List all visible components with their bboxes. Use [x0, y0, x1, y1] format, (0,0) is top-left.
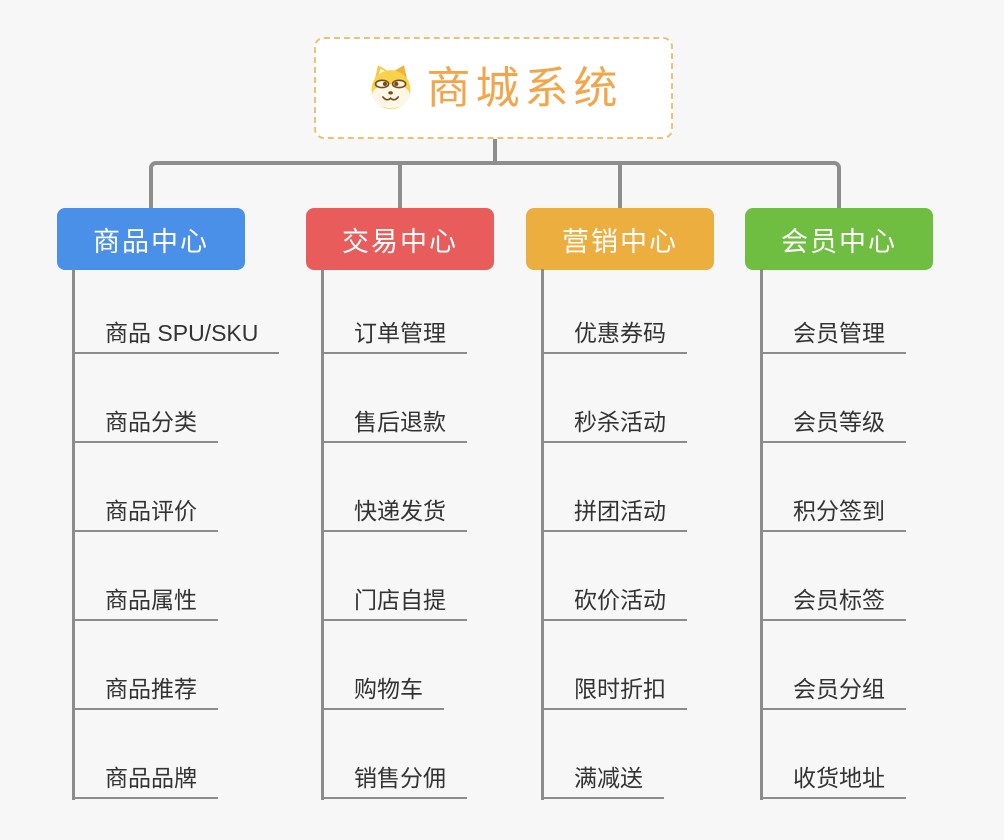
leaf-node[interactable]: 积分签到 [760, 496, 906, 532]
leaf-node[interactable]: 购物车 [321, 674, 444, 710]
leaf-node[interactable]: 商品推荐 [72, 674, 218, 710]
connector-elbow-left [149, 161, 279, 211]
branch-marketing-center: 营销中心 优惠券码 秒杀活动 拼团活动 砍价活动 限时折扣 满减送 [526, 0, 776, 840]
branch-trade-center: 交易中心 订单管理 售后退款 快递发货 门店自提 购物车 销售分佣 [306, 0, 556, 840]
root-node-mall-system[interactable]: 商城系统 [314, 37, 673, 139]
branch-trunk-line [72, 269, 75, 800]
leaf-node[interactable]: 收货地址 [760, 763, 906, 799]
leaf-node[interactable]: 满减送 [541, 763, 664, 799]
leaf-node[interactable]: 商品评价 [72, 496, 218, 532]
connector-elbow-right [711, 161, 841, 211]
leaf-node[interactable]: 售后退款 [321, 407, 467, 443]
leaf-node[interactable]: 会员管理 [760, 318, 906, 354]
branch-node-marketing-center[interactable]: 营销中心 [526, 208, 714, 270]
leaf-node[interactable]: 砍价活动 [541, 585, 687, 621]
branch-trunk-line [760, 269, 763, 800]
leaf-node[interactable]: 优惠券码 [541, 318, 687, 354]
leaf-node[interactable]: 销售分佣 [321, 763, 467, 799]
leaf-node[interactable]: 限时折扣 [541, 674, 687, 710]
branch-product-center: 商品中心 商品 SPU/SKU 商品分类 商品评价 商品属性 商品推荐 商品品牌 [57, 0, 307, 840]
leaf-node[interactable]: 商品品牌 [72, 763, 218, 799]
connector-drop-branch-2 [398, 161, 402, 211]
leaf-node[interactable]: 快递发货 [321, 496, 467, 532]
root-node-label: 商城系统 [426, 64, 623, 113]
branch-trunk-line [321, 269, 324, 800]
branch-node-trade-center[interactable]: 交易中心 [306, 208, 494, 270]
connector-root-stub [493, 138, 497, 165]
branch-node-product-center[interactable]: 商品中心 [57, 208, 245, 270]
leaf-node[interactable]: 会员等级 [760, 407, 906, 443]
leaf-node[interactable]: 拼团活动 [541, 496, 687, 532]
doge-icon [371, 65, 410, 110]
leaf-node[interactable]: 商品 SPU/SKU [72, 318, 280, 354]
leaf-node[interactable]: 门店自提 [321, 585, 467, 621]
branch-member-center: 会员中心 会员管理 会员等级 积分签到 会员标签 会员分组 收货地址 [745, 0, 995, 840]
leaf-node[interactable]: 会员分组 [760, 674, 906, 710]
connector-drop-branch-3 [618, 161, 622, 211]
leaf-node[interactable]: 商品属性 [72, 585, 218, 621]
leaf-node[interactable]: 会员标签 [760, 585, 906, 621]
leaf-node[interactable]: 秒杀活动 [541, 407, 687, 443]
leaf-node[interactable]: 商品分类 [72, 407, 218, 443]
connector-horizontal-bar [275, 161, 715, 165]
branch-node-member-center[interactable]: 会员中心 [745, 208, 933, 270]
branch-trunk-line [541, 269, 544, 800]
leaf-node[interactable]: 订单管理 [321, 318, 467, 354]
